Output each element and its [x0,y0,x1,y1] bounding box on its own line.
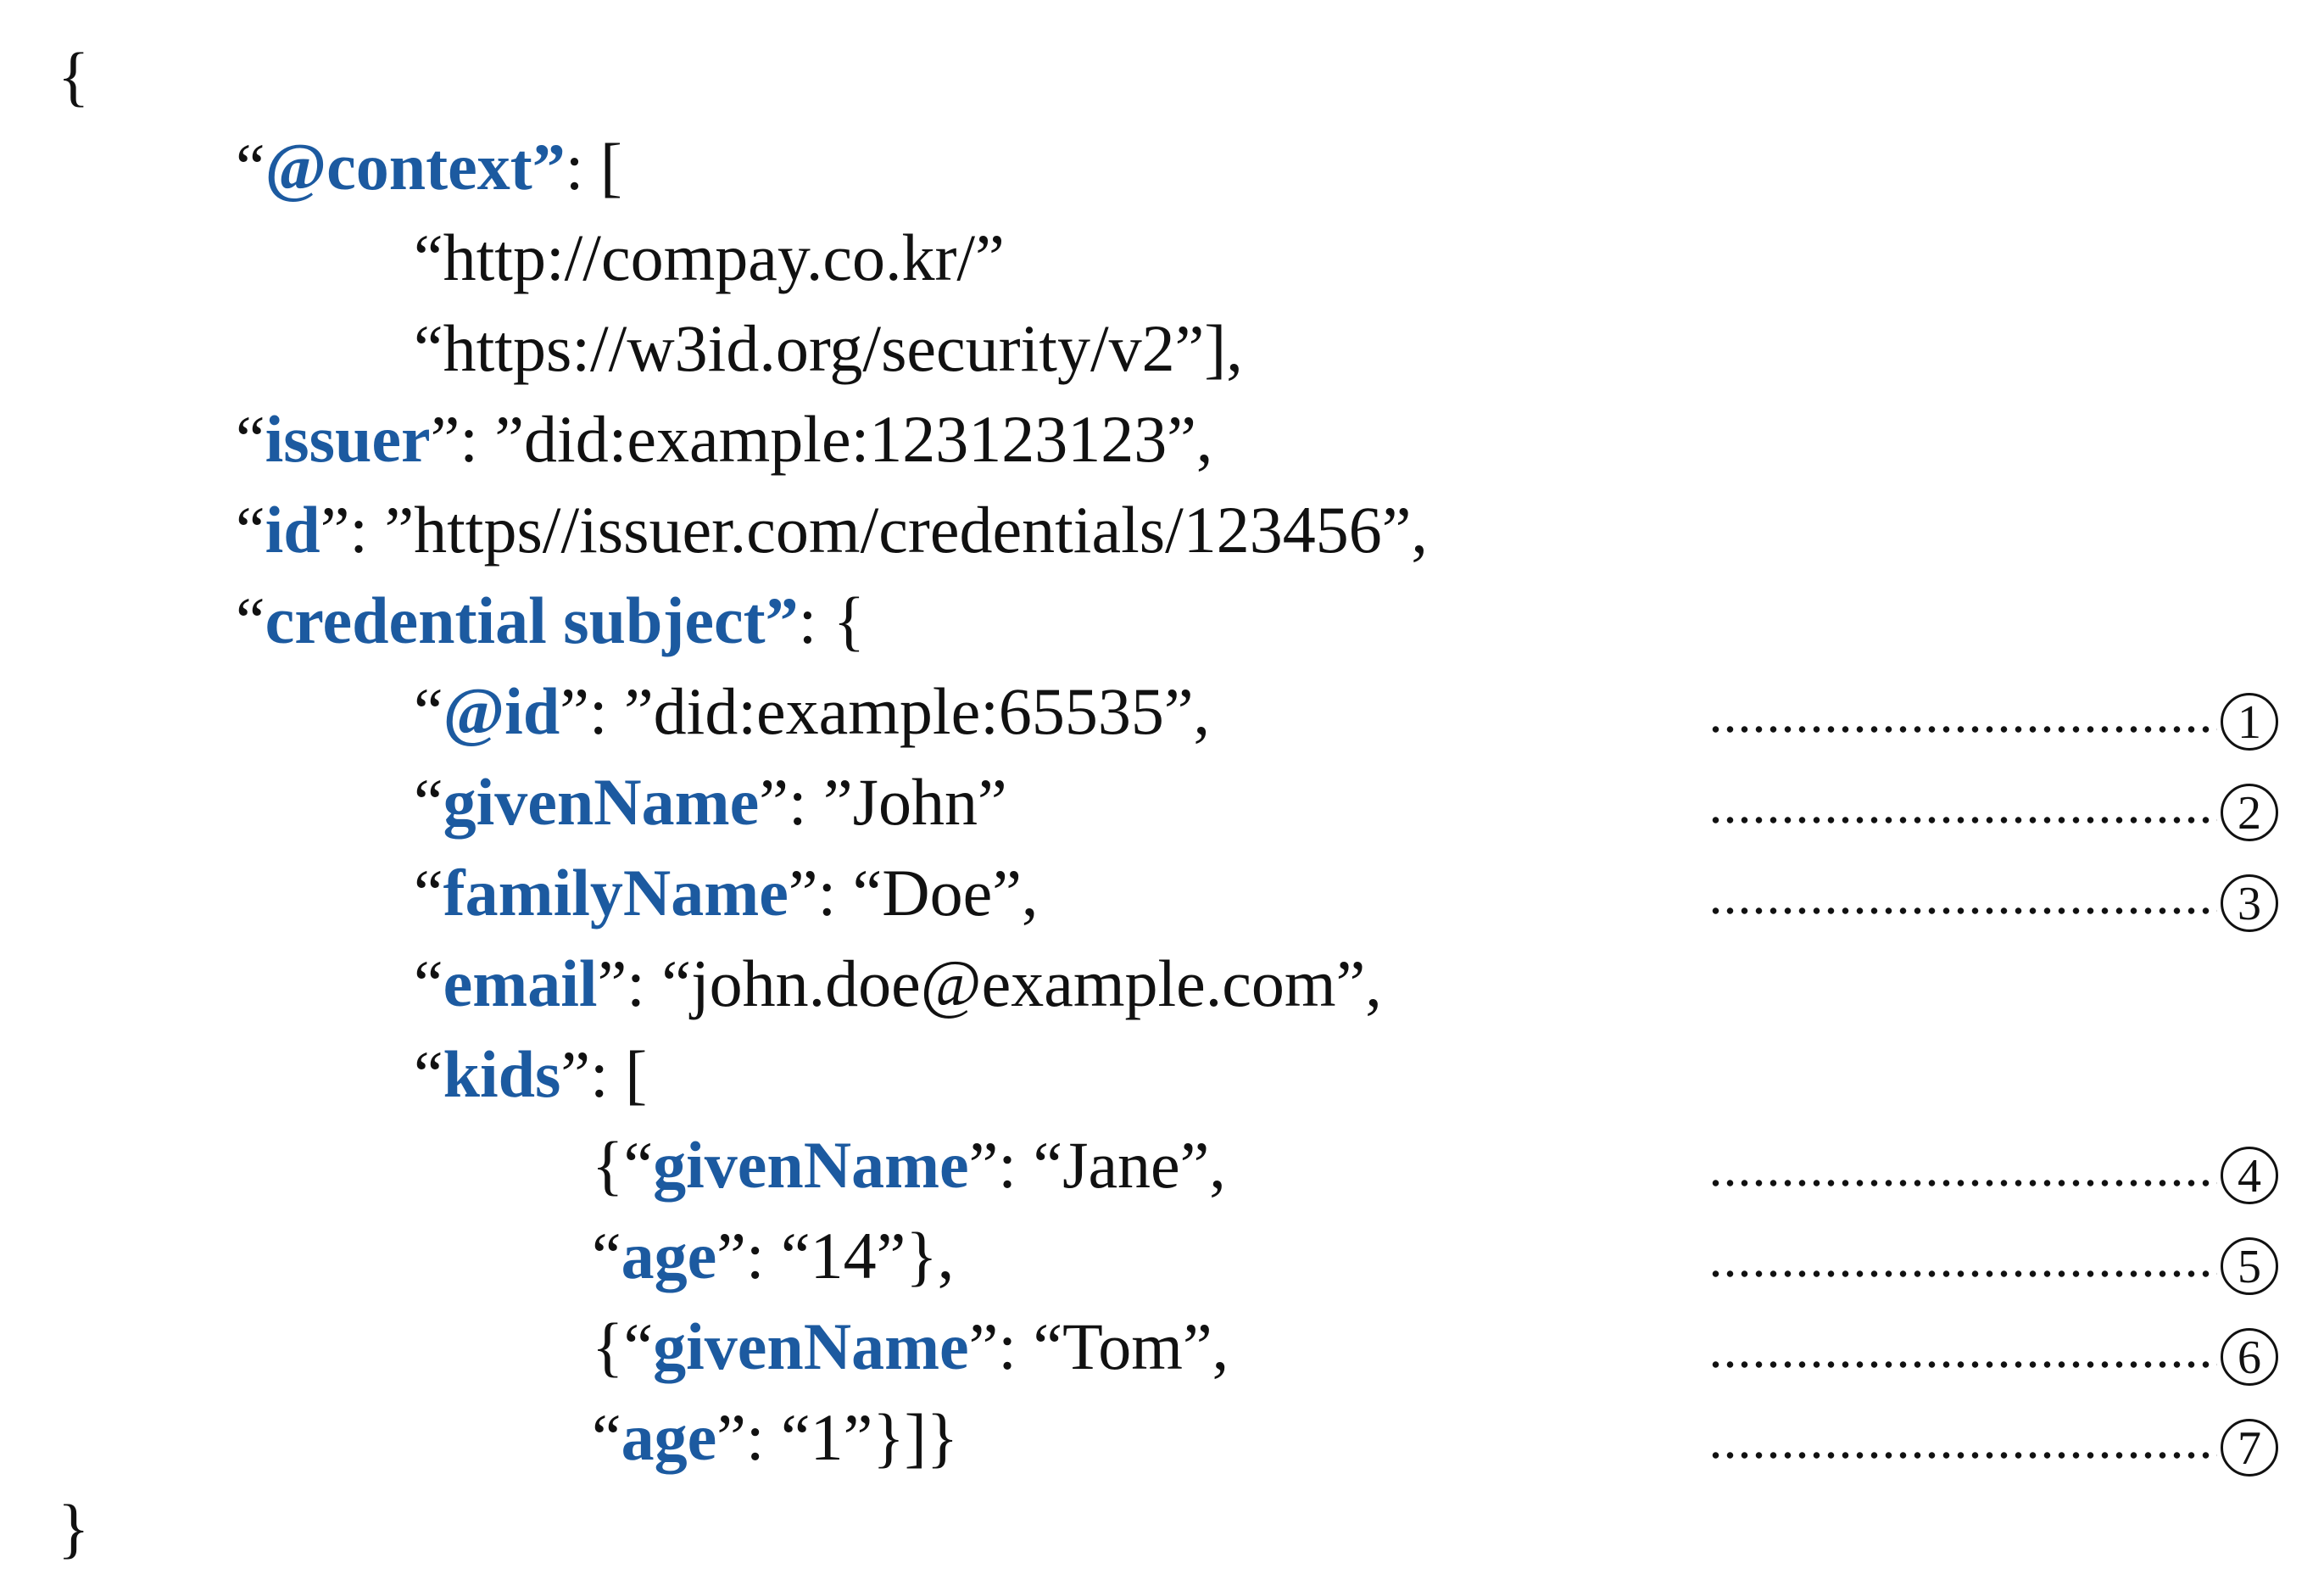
line-marker: 6 [1708,1302,2302,1392]
circled-number: 3 [2221,874,2278,933]
json-key: email [443,946,598,1020]
code-text: “ [236,583,265,657]
code-text: “ [414,1037,443,1111]
circled-number: 5 [2221,1237,2278,1296]
code-text: ”: ”John” [759,765,1007,839]
code-line: “kids”: [ [414,1030,647,1119]
code-line: “familyName”: “Doe”, [414,848,1038,938]
code-text: “ [236,130,265,204]
code-text: ”: “Jane”, [968,1128,1226,1202]
dotted-leader [1708,883,2217,918]
dotted-leader [1708,1246,2217,1281]
code-line: {“givenName”: “Tom”, [592,1302,1229,1392]
code-text: ”: “Tom”, [968,1309,1229,1383]
circled-number: 4 [2221,1147,2278,1205]
code-text: “ [414,856,443,929]
code-text: “ [236,493,265,567]
json-key: givenName [443,765,760,839]
json-key: familyName [443,856,789,929]
code-line: “https://w3id.org/security/v2”], [414,304,1243,394]
line-marker: 3 [1708,848,2302,938]
code-line: “id”: ”https//issuer.com/credentials/123… [236,485,1428,575]
code-line: “age”: “1”}]} [592,1393,958,1482]
circled-number: 1 [2221,693,2278,751]
code-line: “@id”: ”did:example:65535”, [414,667,1210,756]
dotted-leader [1708,792,2217,827]
json-key: id [265,493,320,567]
json-key: @context” [265,130,566,204]
code-line: “email”: “john.doe@example.com”, [414,939,1382,1029]
code-text: } [58,1491,90,1565]
code-text: ”: ”https//issuer.com/credentials/123456… [320,493,1428,567]
code-line: “age”: “14”}, [592,1211,954,1301]
code-text: “http://compay.co.kr/” [414,221,1005,294]
code-text: : { [798,583,866,657]
circled-number: 6 [2221,1328,2278,1387]
line-marker: 5 [1708,1211,2302,1301]
code-text: {“ [592,1128,654,1202]
code-text: ”: ”did:example:123123123”, [430,402,1213,476]
code-line: “http://compay.co.kr/” [414,213,1005,303]
dotted-leader [1708,1427,2217,1462]
code-text: ”: “Doe”, [788,856,1039,929]
json-key: age [621,1219,717,1292]
circled-number: 7 [2221,1419,2278,1477]
circled-number: 2 [2221,784,2278,842]
json-key: issuer [265,402,431,476]
code-text: ”: [ [560,1037,648,1111]
json-key: givenName [653,1309,969,1383]
dotted-leader [1708,1155,2217,1190]
json-key: age [621,1400,717,1474]
code-line: “givenName”: ”John” [414,757,1007,847]
code-line: “@context”: [ [236,122,622,212]
code-text: { [58,39,90,113]
json-key: kids [443,1037,561,1111]
line-marker: 1 [1708,667,2302,756]
code-text: “ [592,1400,621,1474]
code-text: “ [414,674,443,748]
dotted-leader [1708,701,2217,736]
line-marker: 4 [1708,1120,2302,1210]
code-text: ”: “14”}, [716,1219,955,1292]
json-key: givenName [653,1128,969,1202]
code-line: “credential subject”: { [236,576,865,666]
code-text: ”: ”did:example:65535”, [560,674,1210,748]
json-key: @id [443,674,560,748]
json-key: credential subject” [265,583,799,657]
line-marker: 2 [1708,757,2302,847]
code-text: “ [592,1219,621,1292]
code-text: ”: “john.doe@example.com”, [597,946,1382,1020]
code-text: “ [414,765,443,839]
code-text: {“ [592,1309,654,1383]
code-text: : [ [565,130,622,204]
code-text: “ [414,946,443,1020]
code-text: “https://w3id.org/security/v2”], [414,311,1243,385]
code-line: {“givenName”: “Jane”, [592,1120,1226,1210]
code-line: “issuer”: ”did:example:123123123”, [236,394,1212,484]
dotted-leader [1708,1337,2217,1371]
line-marker: 7 [1708,1393,2302,1482]
code-text: “ [236,402,265,476]
code-line: } [58,1483,89,1573]
code-line: { [58,31,89,121]
code-text: ”: “1”}]} [716,1400,959,1474]
